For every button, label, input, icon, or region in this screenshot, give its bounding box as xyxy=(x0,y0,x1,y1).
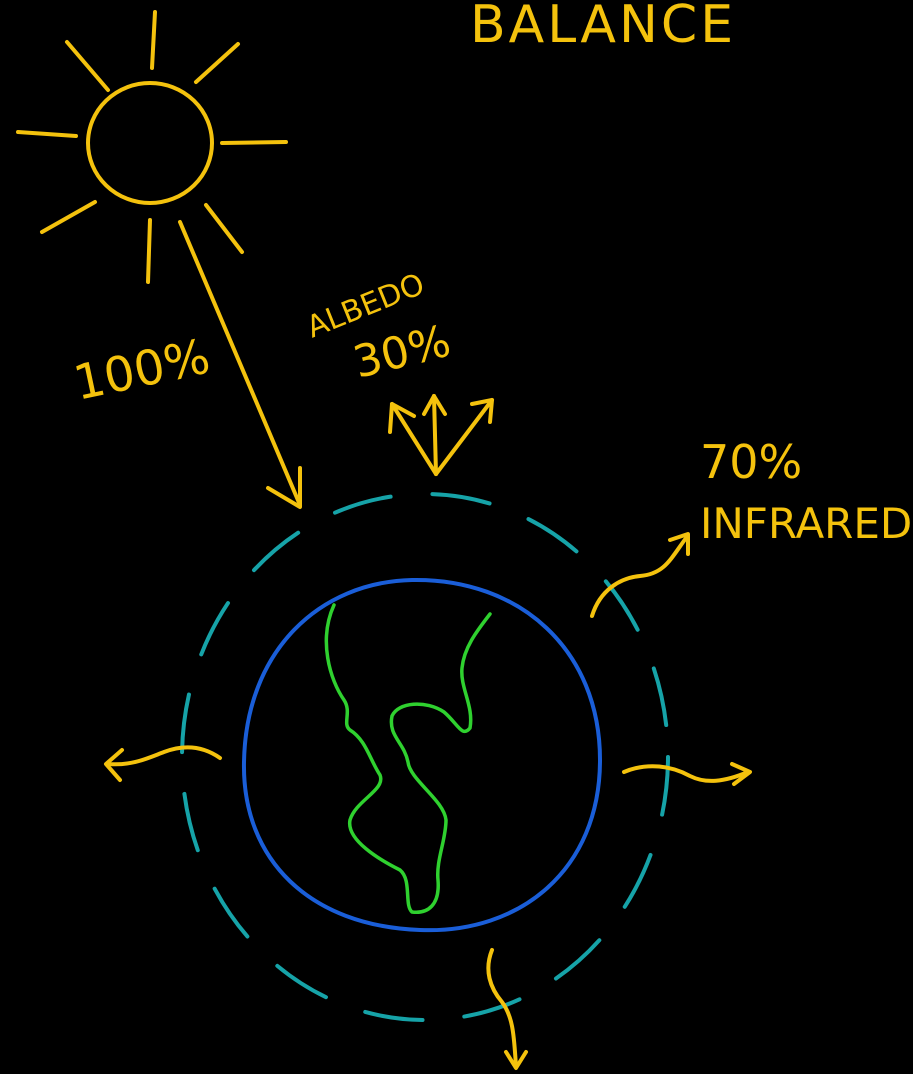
atmosphere-ring xyxy=(180,492,670,1022)
earth-outline xyxy=(241,577,603,933)
incoming-sunlight-arrow xyxy=(178,220,302,509)
infrared-label: Infrared xyxy=(700,499,912,548)
albedo-percent-label: 30% xyxy=(348,316,455,389)
albedo-reflection-arrows xyxy=(388,394,494,476)
sun-icon xyxy=(16,10,288,284)
earth-icon xyxy=(241,577,603,933)
infrared-emission-arrows xyxy=(104,532,752,1070)
continents xyxy=(324,603,492,914)
incoming-percent-label: 100% xyxy=(69,328,215,411)
diagram-title: Balance xyxy=(470,0,736,55)
infrared-percent-label: 70% xyxy=(700,435,802,489)
